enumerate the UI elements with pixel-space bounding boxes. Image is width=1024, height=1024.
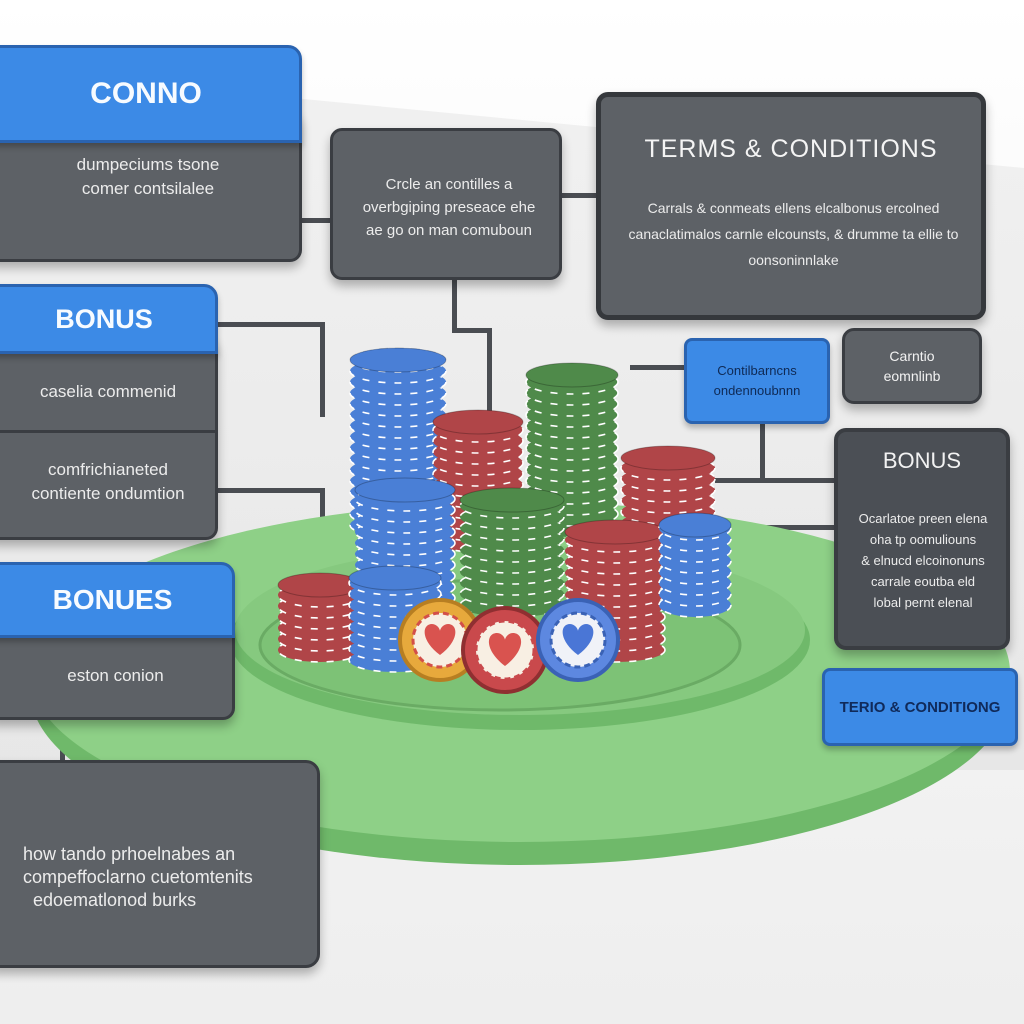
connector-line	[320, 488, 325, 538]
connector-line	[218, 322, 323, 327]
middle-top-line-2: overbgiping preseace ehe	[362, 199, 536, 216]
small-grey-label: Carntio eomnlinb	[842, 328, 982, 404]
bonus-body-2-line-1: comfrichianeted	[47, 460, 168, 479]
small-grey-line-2: eomnlinb	[883, 368, 941, 384]
bonus-body-1: caselia commenid	[39, 382, 177, 401]
connector-line	[745, 525, 840, 530]
bonus-right-title: BONUS	[882, 448, 962, 473]
terms-body-line-3: oonsoninnlake	[748, 252, 839, 268]
bonus-right-line-5: lobal pernt elenal	[873, 595, 973, 610]
bottom-line-1: how tando prhoelnabes an	[23, 844, 236, 864]
heart-chip-icon	[398, 598, 482, 682]
connector-line	[320, 322, 325, 417]
chip-stack	[459, 487, 565, 618]
middle-top-line-3: ae go on man comuboun	[366, 222, 532, 239]
bonues-body: eston conion	[67, 666, 164, 685]
connector-line	[760, 420, 765, 480]
connector-line	[452, 280, 457, 330]
chip-stack	[658, 512, 732, 618]
heart-chip-icon	[461, 606, 549, 694]
conno-body-line-2: comer contsilalee	[81, 179, 215, 198]
connector-line	[452, 328, 492, 333]
connector-line	[715, 478, 840, 483]
terms-title: TERMS & CONDITIONS	[644, 135, 938, 163]
bonues-header: BONUES	[0, 562, 235, 638]
terms-body-line-2: canaclatimalos carnle elcounsts, & drumm…	[628, 226, 959, 242]
connector-line	[560, 193, 600, 198]
terms-body-line-1: Carrals & conmeats ellens elcalbonus erc…	[647, 200, 940, 216]
bonus-card: caselia commenid comfrichianeted contien…	[0, 335, 218, 540]
small-blue-line-1: Contilbarncns	[717, 363, 797, 378]
terms-conditions-button[interactable]: TERIO & CONDITIONG	[822, 668, 1018, 746]
conno-header: CONNO	[0, 45, 302, 143]
small-blue-line-2: ondennoubnnn	[713, 383, 801, 398]
bonues-card: eston conion	[0, 625, 235, 720]
bonus-right-line-3: & elnucd elcoinonuns	[861, 553, 985, 568]
conno-body-line-1: dumpeciums tsone	[76, 155, 220, 174]
bonus-right-line-2: oha tp oomuliouns	[869, 532, 977, 547]
heart-chip-icon	[536, 598, 620, 682]
terms-card: TERMS & CONDITIONS Carrals & conmeats el…	[596, 92, 986, 320]
bottom-card: how tando prhoelnabes an compeffoclarno …	[0, 760, 320, 968]
middle-top-card: Crcle an contilles a overbgiping preseac…	[330, 128, 562, 280]
bonus-body-2-line-2: contiente ondumtion	[31, 484, 185, 503]
connector-line	[215, 488, 325, 493]
chip-stacks	[277, 347, 732, 673]
bonus-right-line-1: Ocarlatoe preen elena	[858, 511, 988, 526]
bottom-line-3: edoematlonod burks	[33, 890, 197, 910]
heart-chips	[398, 598, 620, 694]
connector-line	[487, 328, 492, 413]
bonus-header: BONUS	[0, 284, 218, 354]
small-blue-label: Contilbarncns ondennoubnnn	[684, 338, 830, 424]
bottom-line-2: compeffoclarno cuetomtenits	[23, 867, 253, 887]
small-grey-line-1: Carntio	[889, 348, 935, 364]
bonus-right-card: BONUS Ocarlatoe preen elena oha tp oomul…	[834, 428, 1010, 650]
connector-line	[630, 365, 690, 370]
bonus-divider	[0, 430, 217, 433]
middle-top-line-1: Crcle an contilles a	[385, 176, 513, 193]
connector-line	[300, 218, 335, 223]
bonus-right-line-4: carrale eoutba eld	[870, 574, 976, 589]
